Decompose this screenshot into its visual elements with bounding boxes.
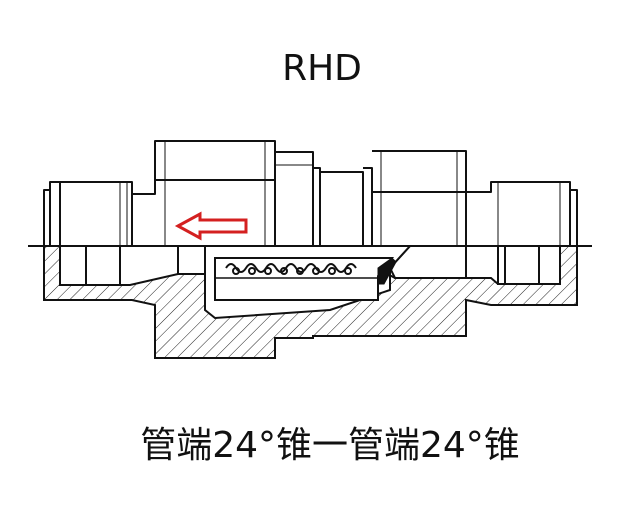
arrow-left-icon <box>174 211 248 241</box>
poppet <box>214 257 395 301</box>
left-hex <box>132 140 276 246</box>
exterior-view <box>43 140 578 247</box>
valve-seat <box>377 257 397 285</box>
middle-neck <box>275 151 314 246</box>
diagram-title: RHD <box>282 48 362 89</box>
diagram-caption: 管端24°锥一管端24°锥 <box>140 425 520 466</box>
spring <box>225 263 357 275</box>
right-nut <box>466 181 571 246</box>
right-hex <box>372 150 467 246</box>
section-view <box>43 245 578 359</box>
